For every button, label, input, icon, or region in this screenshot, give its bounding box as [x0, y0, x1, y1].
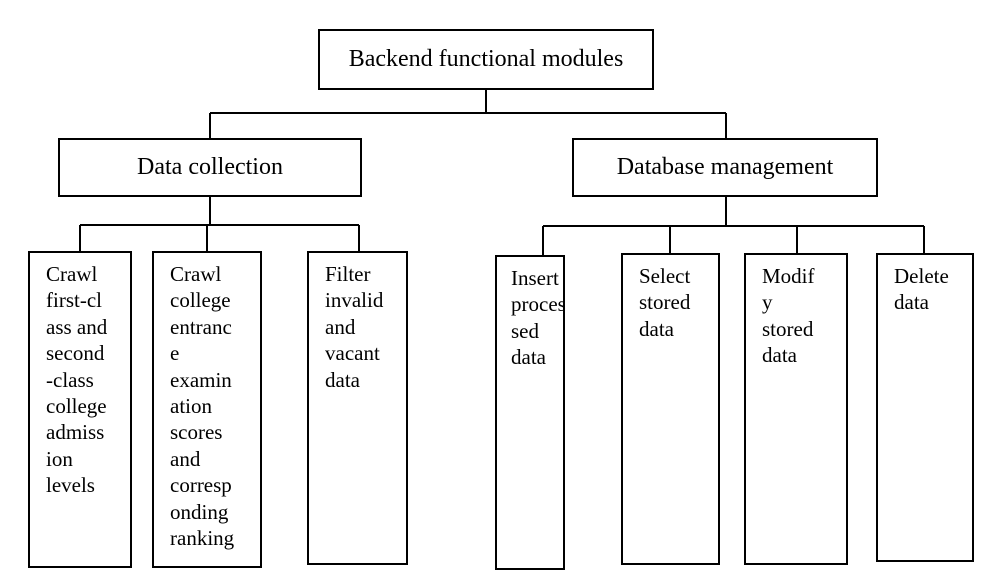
node-data-collection-label: Data collection [137, 154, 283, 180]
leaf-modify-data: Modif y stored data [744, 253, 848, 565]
root-node-label: Backend functional modules [348, 46, 624, 72]
leaf-delete-data: Delete data [876, 253, 974, 562]
root-node-backend-functional-modules: Backend functional modules [318, 29, 654, 90]
leaf-crawl-scores-ranking: Crawl college entranc e examin ation sco… [152, 251, 262, 568]
node-database-management-label: Database management [616, 154, 834, 180]
leaf-insert-data: Insert proces sed data [495, 255, 566, 570]
node-data-collection: Data collection [58, 138, 362, 197]
node-database-management: Database management [572, 138, 878, 197]
leaf-crawl-admission-levels: Crawl first-cl ass and second -class col… [28, 251, 132, 568]
leaf-select-data: Select stored data [621, 253, 720, 565]
leaf-filter-invalid-data: Filter invalid and vacant data [307, 251, 408, 565]
